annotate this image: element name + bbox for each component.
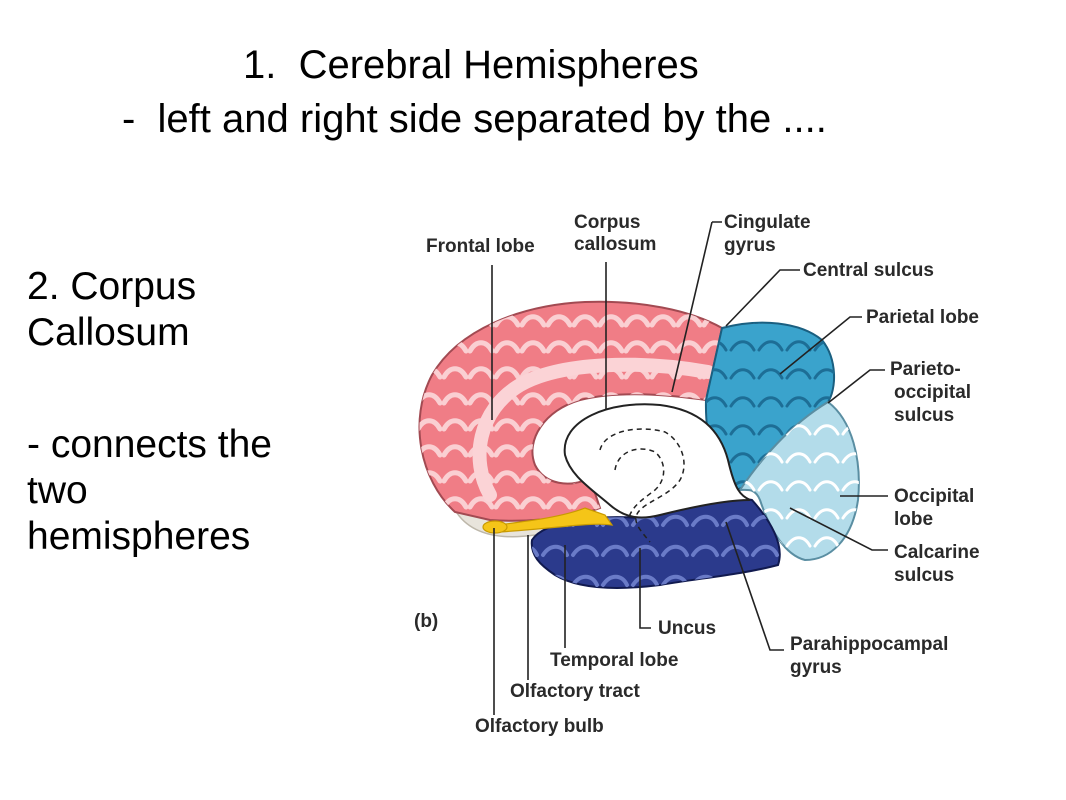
label-occipital-lobe-line1: Occipital xyxy=(894,486,974,507)
label-olfactory-tract: Olfactory tract xyxy=(510,681,641,702)
slide-title-line1: 1. Cerebral Hemispheres xyxy=(243,43,699,87)
frontal-lobe-region xyxy=(418,300,724,522)
side-desc-line3: hemispheres xyxy=(27,515,251,558)
label-panel-b: (b) xyxy=(414,611,438,632)
slide-subtitle-line2: - left and right side separated by the .… xyxy=(122,97,827,141)
label-parahippocampal-line1: Parahippocampal xyxy=(790,634,948,655)
inner-diencephalon xyxy=(563,403,751,519)
label-corpus-callosum-line2: callosum xyxy=(574,234,656,255)
label-uncus: Uncus xyxy=(658,618,716,639)
label-parieto-occipital-line1: Parieto- xyxy=(890,359,961,380)
label-parieto-occipital-line2: occipital xyxy=(894,382,971,403)
side-description: - connects the two hemispheres xyxy=(27,422,347,560)
label-frontal-lobe: Frontal lobe xyxy=(426,236,535,257)
side-heading-line1: 2. Corpus xyxy=(27,265,197,308)
olfactory-bulb-shape xyxy=(482,520,508,534)
label-cingulate-gyrus-line2: gyrus xyxy=(724,235,776,256)
thalamus-outline xyxy=(599,428,685,543)
label-corpus-callosum-line1: Corpus xyxy=(574,212,641,233)
label-calcarine-sulcus-line1: Calcarine xyxy=(894,542,980,563)
label-parieto-occipital-line3: sulcus xyxy=(894,405,954,426)
side-heading-line2: Callosum xyxy=(27,311,190,354)
label-occipital-lobe-line2: lobe xyxy=(894,509,933,530)
label-cingulate-gyrus-line1: Cingulate xyxy=(724,212,811,233)
olfactory-tract-shape xyxy=(488,507,614,533)
side-heading: 2. Corpus Callosum xyxy=(27,264,347,356)
label-temporal-lobe: Temporal lobe xyxy=(550,650,678,671)
label-parahippocampal-line2: gyrus xyxy=(790,657,842,678)
label-parietal-lobe: Parietal lobe xyxy=(866,307,979,328)
label-olfactory-bulb: Olfactory bulb xyxy=(475,716,604,737)
label-calcarine-sulcus-line2: sulcus xyxy=(894,565,954,586)
label-central-sulcus: Central sulcus xyxy=(803,260,934,281)
side-desc-line1: - connects the xyxy=(27,423,272,466)
occipital-lobe-region xyxy=(738,400,860,562)
leader-lines xyxy=(491,221,888,715)
side-desc-line2: two xyxy=(27,469,88,512)
